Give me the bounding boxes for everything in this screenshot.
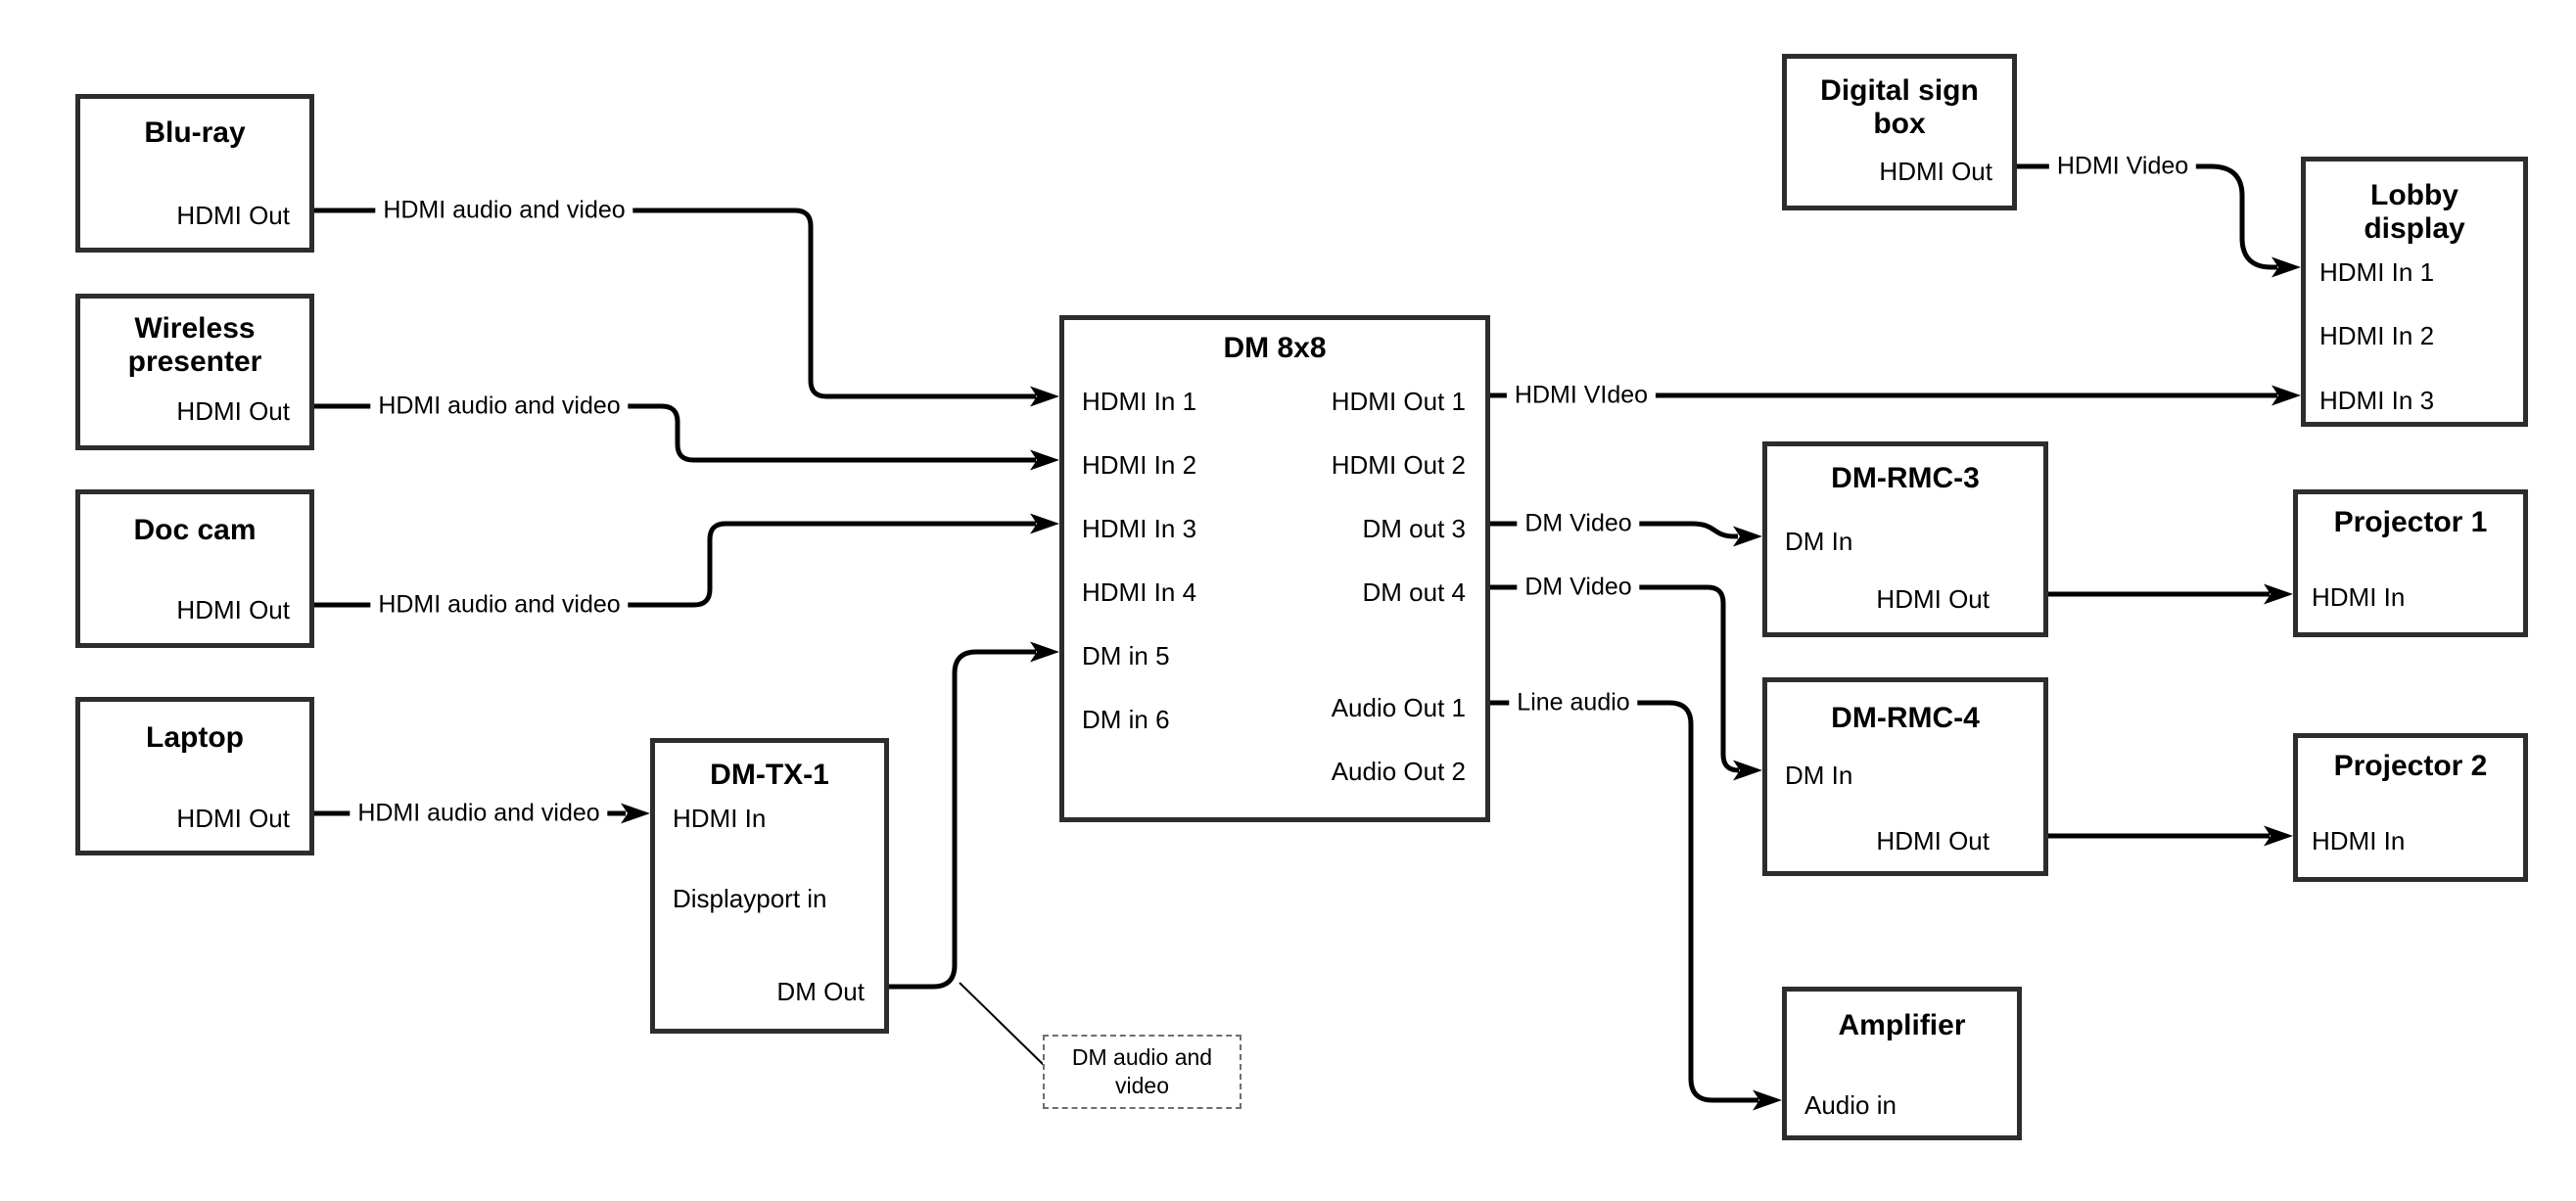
- port-amplifier-audio-in: Audio in: [1804, 1090, 1897, 1120]
- node-lobby-display: Lobby display HDMI In 1 HDMI In 2 HDMI I…: [2301, 157, 2528, 427]
- node-proj1-title: Projector 1: [2333, 506, 2488, 538]
- arrowhead-dm8x8-in1: [1030, 386, 1059, 407]
- node-doccam-title: Doc cam: [133, 514, 257, 546]
- arrowhead-dm8x8-in3: [1030, 513, 1059, 534]
- connector-bluray-to-dm8x8-in1: [314, 208, 1036, 399]
- port-lobby-hdmi-in-3: HDMI In 3: [2319, 386, 2435, 415]
- node-digital-sign-box: Digital sign box HDMI Out: [1782, 54, 2017, 210]
- port-dm8x8-dm-in-6: DM in 6: [1082, 705, 1170, 734]
- node-dmrmc3-title: DM-RMC-3: [1831, 462, 1980, 494]
- connector-dmtx1-to-dm8x8-in5: [889, 649, 1036, 990]
- edge-label-dm-video-out4: DM Video: [1517, 573, 1640, 602]
- port-dmtx1-hdmi-in: HDMI In: [673, 804, 767, 833]
- connector-wireless-to-dm8x8-in2: [314, 403, 1036, 463]
- port-digitalsign-hdmi-out: HDMI Out: [1879, 157, 1992, 186]
- node-wireless-title: Wireless presenter: [127, 312, 262, 378]
- edge-label-line-audio: Line audio: [1509, 688, 1638, 717]
- node-dm-8x8: DM 8x8 HDMI In 1 HDMI In 2 HDMI In 3 HDM…: [1059, 315, 1490, 822]
- node-wireless-presenter: Wireless presenter HDMI Out: [75, 294, 314, 450]
- port-dm8x8-hdmi-in-4: HDMI In 4: [1082, 577, 1197, 607]
- arrowhead-dm8x8-in2: [1030, 449, 1059, 471]
- port-dm8x8-audio-out-2: Audio Out 2: [1331, 757, 1466, 786]
- port-lobby-hdmi-in-2: HDMI In 2: [2319, 321, 2435, 350]
- node-dm-tx-1: DM-TX-1 HDMI In Displayport in DM Out: [650, 738, 889, 1034]
- port-dm8x8-hdmi-in-2: HDMI In 2: [1082, 450, 1197, 480]
- port-dm8x8-hdmi-out-1: HDMI Out 1: [1331, 387, 1466, 416]
- node-projector-1: Projector 1 HDMI In: [2293, 489, 2528, 637]
- port-dmtx1-displayport-in: Displayport in: [673, 884, 827, 913]
- port-dm8x8-hdmi-in-3: HDMI In 3: [1082, 514, 1197, 543]
- node-dm8x8-title: DM 8x8: [1223, 332, 1327, 364]
- node-doc-cam: Doc cam HDMI Out: [75, 489, 314, 648]
- port-dmrmc4-dm-in: DM In: [1785, 761, 1853, 790]
- node-digitalsign-title: Digital sign box: [1820, 74, 1979, 140]
- node-laptop-title: Laptop: [146, 721, 244, 754]
- port-dmrmc3-hdmi-out: HDMI Out: [1876, 584, 1990, 614]
- node-dm-rmc-3: DM-RMC-3 DM In HDMI Out: [1762, 441, 2048, 637]
- edge-label-hdmi-video-sign: HDMI Video: [2048, 152, 2197, 181]
- port-dmrmc4-hdmi-out: HDMI Out: [1876, 826, 1990, 855]
- arrowhead-lobby-in1: [2272, 256, 2301, 278]
- edge-label-dm-video-out3: DM Video: [1517, 509, 1640, 538]
- port-dm8x8-dm-out-3: DM out 3: [1362, 514, 1467, 543]
- node-proj2-title: Projector 2: [2333, 750, 2488, 782]
- edge-label-bluray-hdmi-av: HDMI audio and video: [375, 196, 633, 225]
- node-lobby-title: Lobby display: [2364, 179, 2465, 245]
- callout-dm-audio-and-video: DM audio and video: [1043, 1035, 1241, 1109]
- connector-dm8x8-aout1-to-amplifier: [1490, 700, 1758, 1103]
- arrowhead-dmrmc3-dm-in: [1733, 526, 1762, 547]
- port-lobby-hdmi-in-1: HDMI In 1: [2319, 257, 2435, 287]
- port-dm8x8-hdmi-in-1: HDMI In 1: [1082, 387, 1197, 416]
- callout-leader-line: [959, 982, 1047, 1068]
- port-dm8x8-dm-in-5: DM in 5: [1082, 641, 1170, 670]
- connector-digitalsign-to-lobby-in1: [2017, 163, 2277, 270]
- arrowhead-dm8x8-in5: [1030, 641, 1059, 663]
- node-laptop: Laptop HDMI Out: [75, 697, 314, 855]
- arrowhead-amplifier-audio-in: [1753, 1089, 1782, 1111]
- connector-dm8x8-out4-to-dmrmc4: [1490, 584, 1740, 773]
- arrowhead-dmrmc4-dm-in: [1733, 760, 1762, 781]
- node-bluray-title: Blu-ray: [144, 116, 246, 149]
- node-projector-2: Projector 2 HDMI In: [2293, 733, 2528, 882]
- arrowhead-proj1-hdmi-in: [2264, 583, 2293, 605]
- node-dmtx1-title: DM-TX-1: [710, 759, 829, 791]
- port-dm8x8-dm-out-4: DM out 4: [1362, 577, 1467, 607]
- node-dmrmc4-title: DM-RMC-4: [1831, 702, 1980, 734]
- edge-label-wireless-hdmi-av: HDMI audio and video: [370, 392, 629, 421]
- connector-doccam-to-dm8x8-in3: [314, 521, 1036, 608]
- port-bluray-hdmi-out: HDMI Out: [176, 201, 290, 230]
- node-amplifier: Amplifier Audio in: [1782, 987, 2022, 1140]
- port-dmtx1-dm-out: DM Out: [776, 977, 865, 1006]
- node-amplifier-title: Amplifier: [1838, 1009, 1966, 1041]
- port-doccam-hdmi-out: HDMI Out: [176, 595, 290, 624]
- edge-label-doccam-hdmi-av: HDMI audio and video: [370, 590, 629, 620]
- edge-label-laptop-hdmi-av: HDMI audio and video: [350, 799, 608, 828]
- edge-label-hdmi-video-out1: HDMI VIdeo: [1506, 381, 1657, 410]
- port-dm8x8-audio-out-1: Audio Out 1: [1331, 693, 1466, 722]
- connector-dm8x8-out3-to-dmrmc3: [1490, 521, 1738, 539]
- port-laptop-hdmi-out: HDMI Out: [176, 804, 290, 833]
- arrowhead-proj2-hdmi-in: [2264, 825, 2293, 847]
- port-proj2-hdmi-in: HDMI In: [2312, 826, 2406, 855]
- arrowhead-lobby-in3: [2272, 385, 2301, 406]
- port-dmrmc3-dm-in: DM In: [1785, 527, 1853, 556]
- node-dm-rmc-4: DM-RMC-4 DM In HDMI Out: [1762, 677, 2048, 876]
- port-proj1-hdmi-in: HDMI In: [2312, 582, 2406, 612]
- arrowhead-dmtx1-hdmi-in: [621, 803, 650, 824]
- port-wireless-hdmi-out: HDMI Out: [176, 396, 290, 426]
- port-dm8x8-hdmi-out-2: HDMI Out 2: [1331, 450, 1466, 480]
- node-bluray: Blu-ray HDMI Out: [75, 94, 314, 253]
